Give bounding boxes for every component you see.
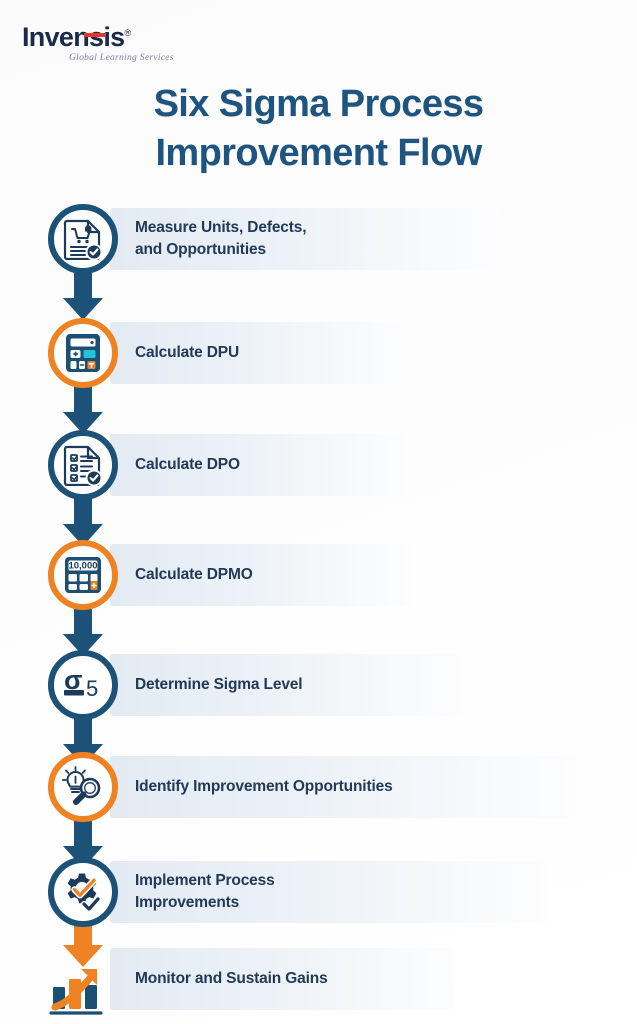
step-2-label-bar: Calculate DPU [110, 322, 407, 384]
step-8-label-bar: Monitor and Sustain Gains [110, 948, 455, 1010]
step-4-label: Calculate DPMO [135, 566, 253, 583]
step-1-label-bar: Measure Units, Defects, and Opportunitie… [110, 208, 502, 270]
step-2-icon-circle [48, 318, 118, 388]
step-6-label-bar: Identify Improvement Opportunities [110, 756, 576, 818]
step-5-label-bar: Determine Sigma Level [110, 654, 462, 716]
page-title-line-1: Six Sigma Process [153, 83, 484, 125]
step-8-label: Monitor and Sustain Gains [135, 970, 328, 987]
sigma-five-icon: σ 5 [61, 665, 105, 705]
step-7-label: Implement Process Improvements [135, 872, 275, 911]
step-7-to-8-arrow-down-icon [55, 923, 111, 979]
step-2-label: Calculate DPU [135, 344, 239, 361]
step-6-label: Identify Improvement Opportunities [135, 778, 393, 795]
calculator-10000-icon: 10,000 [63, 555, 103, 595]
brand-logo: Invensis® Global Learning Services [22, 24, 192, 64]
step-1-to-2-arrow-down-icon [55, 270, 111, 326]
page-title: Six Sigma Process Improvement Flow [0, 80, 637, 177]
step-4-to-5-arrow-down-icon [55, 606, 111, 662]
growth-bar-chart-arrow-icon [45, 961, 115, 1022]
step-4-icon-circle: 10,000 [48, 540, 118, 610]
step-2-to-3-arrow-down-icon [55, 384, 111, 440]
step-1-icon-circle [48, 204, 118, 274]
checklist-document-icon [63, 444, 103, 486]
step-7-label-bar: Implement Process Improvements [110, 861, 547, 923]
sigma-symbol: σ [64, 665, 82, 695]
logo-text: Invensis [22, 22, 125, 52]
logo-tagline: Global Learning Services [69, 53, 174, 63]
step-7-icon-circle [48, 857, 118, 927]
step-6-icon-circle [48, 752, 118, 822]
step-8-icon [45, 960, 115, 1022]
logo-red-bar-icon [84, 33, 105, 37]
step-6-to-7-arrow-down-icon [55, 818, 111, 874]
step-3-icon-circle [48, 430, 118, 500]
step-3-label: Calculate DPO [135, 456, 240, 473]
step-3-to-4-arrow-down-icon [55, 496, 111, 552]
step-4-label-bar: Calculate DPMO [110, 544, 411, 606]
sigma-level-number: 5 [86, 676, 98, 701]
calculator-icon [64, 332, 102, 374]
step-5-label: Determine Sigma Level [135, 676, 303, 693]
step-1-label: Measure Units, Defects, and Opportunitie… [135, 219, 307, 258]
page-title-line-2: Improvement Flow [155, 131, 482, 174]
lightbulb-magnifier-icon [62, 766, 104, 808]
gear-check-icon [62, 871, 104, 913]
step-3-label-bar: Calculate DPO [110, 434, 410, 496]
calculator-display-value: 10,000 [68, 561, 97, 572]
document-cart-check-icon [63, 218, 103, 260]
logo-wordmark: Invensis® [22, 22, 131, 52]
logo-registered-mark: ® [124, 28, 131, 38]
step-5-icon-circle: σ 5 [48, 650, 118, 720]
